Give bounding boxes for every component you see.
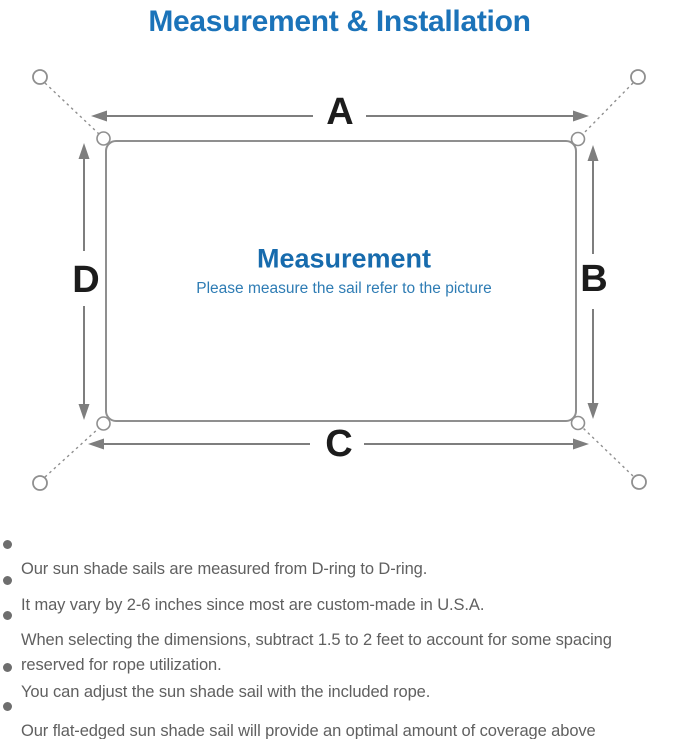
arrow-d-up-head: [78, 143, 90, 159]
bullet-dot-icon: [3, 663, 12, 672]
anchor-points: [32, 69, 647, 491]
page-title: Measurement & Installation: [148, 5, 531, 38]
note-subtract-feet: When selecting the dimensions, subtract …: [0, 603, 679, 678]
bullet-dot-icon: [3, 702, 12, 711]
note-text: Our sun shade sails are measured from D-…: [21, 560, 428, 578]
tie-line-top-right: [582, 82, 634, 135]
d-ring-top-left: [96, 131, 111, 146]
note-vary-inches: It may vary by 2-6 inches since most are…: [0, 568, 679, 618]
tie-line-top-left: [44, 82, 100, 135]
arrow-b-up-head: [587, 145, 599, 161]
arrow-b-down-head: [587, 403, 599, 419]
diagram-heading: Measurement: [256, 243, 432, 274]
diagram-subheading: Please measure the sail refer to the pic…: [196, 280, 492, 297]
sail-outline: [105, 140, 577, 422]
note-measured-d-ring: Our sun shade sails are measured from D-…: [0, 532, 679, 582]
bullet-dot-icon: [3, 611, 12, 620]
arrow-a-left-head: [91, 110, 107, 122]
anchor-point-bottom-right: [631, 474, 647, 490]
dimension-label-a: A: [326, 91, 354, 133]
d-rings: [96, 131, 586, 431]
dimension-label-b: B: [580, 258, 608, 300]
corner-tie-lines: [44, 82, 634, 478]
dimension-label-c: C: [325, 423, 353, 465]
anchor-point-top-left: [32, 69, 48, 85]
arrow-a-right-head: [573, 110, 589, 122]
d-ring-bottom-right: [570, 415, 586, 431]
anchor-point-top-right: [630, 69, 646, 85]
anchor-point-bottom-left: [32, 475, 48, 491]
note-text: Our flat-edged sun shade sail will provi…: [21, 722, 596, 739]
sail-measurement-diagram: [32, 69, 647, 491]
tie-line-bottom-right: [582, 427, 634, 477]
bullet-dot-icon: [3, 540, 12, 549]
note-flat-edged-coverage: Our flat-edged sun shade sail will provi…: [0, 694, 679, 739]
note-text: You can adjust the sun shade sail with t…: [21, 683, 431, 701]
arrow-c-left-head: [88, 438, 104, 450]
note-text: It may vary by 2-6 inches since most are…: [21, 596, 485, 614]
d-ring-bottom-left: [96, 416, 111, 431]
note-text: When selecting the dimensions, subtract …: [21, 631, 612, 674]
dimension-label-d: D: [72, 259, 100, 301]
dimension-arrows: [78, 110, 599, 450]
note-adjust-rope: You can adjust the sun shade sail with t…: [0, 655, 679, 705]
bullet-dot-icon: [3, 576, 12, 585]
arrow-c-right-head: [573, 438, 589, 450]
tie-line-bottom-left: [44, 427, 100, 478]
arrow-d-down-head: [78, 404, 90, 420]
d-ring-top-right: [570, 131, 586, 147]
